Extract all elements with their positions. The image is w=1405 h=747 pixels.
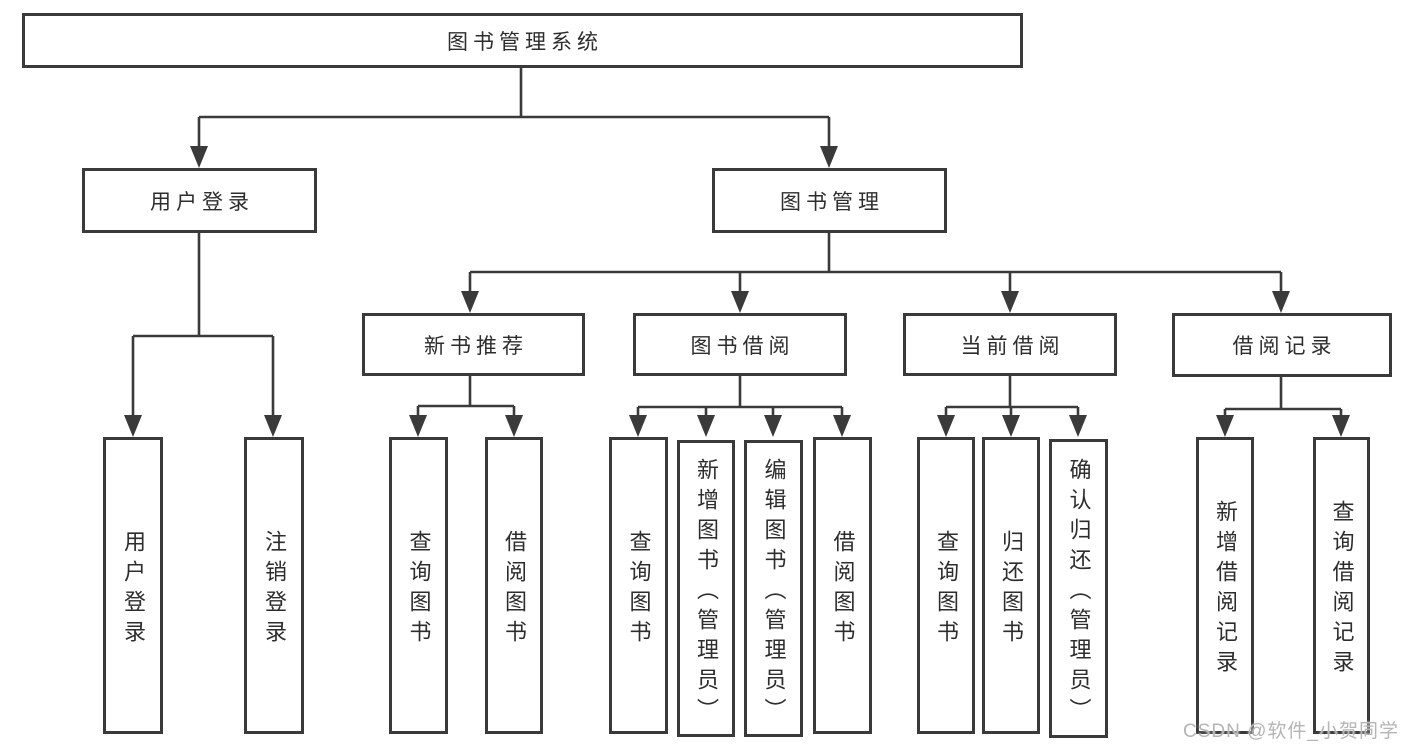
leaf-borrowing-add-books-admin: 新增图书（管理员） — [677, 440, 735, 737]
connector-recommend-to-leaves — [416, 376, 516, 416]
csdn-watermark: CSDN @软件_小贺同学 — [1183, 721, 1399, 742]
node-label: 用户登录 — [121, 529, 146, 650]
connector-userlogin-to-leaves — [131, 233, 275, 417]
arrow-down-icon — [409, 415, 427, 437]
connector-records-to-leaves — [1223, 377, 1343, 416]
arrow-down-icon — [937, 415, 955, 437]
leaf-current-query-books: 查询图书 — [917, 437, 975, 734]
node-book-management: 图书管理 — [712, 168, 947, 233]
arrow-down-icon — [1332, 415, 1350, 437]
arrow-down-icon — [697, 415, 715, 437]
arrow-down-icon — [731, 291, 749, 313]
node-label: 新增借阅记录 — [1213, 499, 1238, 680]
connector-root-to-level2 — [197, 68, 831, 148]
arrow-down-icon — [1216, 415, 1234, 437]
node-borrowing-records: 借阅记录 — [1172, 313, 1392, 377]
arrow-down-icon — [190, 146, 208, 168]
node-user-login: 用户登录 — [82, 168, 317, 233]
leaf-current-return-books: 归还图书 — [982, 437, 1040, 734]
node-label: 图书管理 — [780, 190, 884, 214]
node-label: 新增图书（管理员） — [694, 457, 719, 728]
node-label: 查询借阅记录 — [1329, 499, 1355, 680]
leaf-borrowing-borrow-books: 借阅图书 — [813, 437, 872, 734]
node-new-book-recommend: 新书推荐 — [362, 313, 585, 376]
node-current-borrowing: 当前借阅 — [903, 313, 1117, 376]
node-label: 用户登录 — [150, 190, 254, 214]
node-label: 查询图书 — [626, 529, 652, 650]
node-label: 确认归还（管理员） — [1066, 457, 1092, 728]
node-label: 图书借阅 — [690, 334, 795, 358]
connector-bookmgmt-to-level3 — [468, 233, 1283, 293]
leaf-recommend-query-books: 查询图书 — [389, 437, 448, 734]
node-label: 借阅图书 — [830, 529, 856, 650]
node-label: 借阅记录 — [1232, 335, 1337, 358]
node-label: 查询图书 — [406, 529, 432, 650]
leaf-records-query-borrow-record: 查询借阅记录 — [1313, 437, 1370, 734]
node-root-library-system: 图书管理系统 — [22, 13, 1023, 68]
arrow-down-icon — [1001, 291, 1019, 313]
node-label: 归还图书 — [999, 529, 1024, 650]
node-label: 注销登录 — [262, 529, 287, 650]
connector-borrowing-to-leaves — [636, 376, 844, 416]
leaf-current-confirm-return-admin: 确认归还（管理员） — [1049, 439, 1108, 738]
node-label: 借阅图书 — [502, 529, 527, 650]
arrow-down-icon — [1069, 415, 1087, 437]
node-label: 新书推荐 — [424, 334, 528, 358]
leaf-borrowing-edit-books-admin: 编辑图书（管理员） — [744, 440, 803, 737]
arrow-down-icon — [820, 146, 838, 168]
arrow-down-icon — [833, 415, 851, 437]
arrow-down-icon — [505, 415, 523, 437]
leaf-borrowing-query-books: 查询图书 — [609, 437, 668, 734]
leaf-user-login: 用户登录 — [103, 437, 163, 734]
node-label: 当前借阅 — [960, 334, 1065, 358]
arrow-down-icon — [1002, 415, 1020, 437]
node-label: 编辑图书（管理员） — [761, 457, 787, 728]
leaf-recommend-borrow-books: 借阅图书 — [485, 437, 543, 734]
arrow-down-icon — [264, 415, 282, 437]
node-label: 查询图书 — [934, 529, 959, 650]
arrow-down-icon — [1272, 291, 1290, 313]
node-book-borrowing: 图书借阅 — [633, 313, 847, 376]
arrow-down-icon — [124, 415, 142, 437]
leaf-logout: 注销登录 — [244, 437, 304, 734]
connector-current-to-leaves — [944, 376, 1080, 416]
node-label: 图书管理系统 — [447, 30, 603, 54]
arrow-down-icon — [461, 291, 479, 313]
arrow-down-icon — [629, 415, 647, 437]
arrow-down-icon — [764, 415, 782, 437]
leaf-records-add-borrow-record: 新增借阅记录 — [1196, 437, 1254, 734]
